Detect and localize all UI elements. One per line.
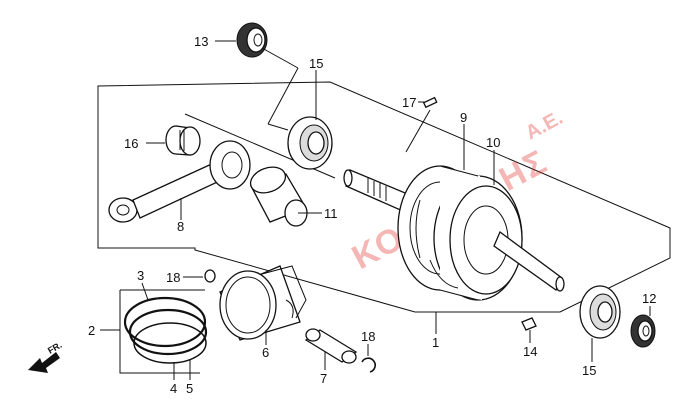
callout-7: 7	[320, 371, 327, 386]
callout-5: 5	[186, 381, 193, 396]
watermark-suffix: A.E.	[522, 107, 567, 145]
gear-13	[236, 22, 268, 58]
callout-18-upper: 18	[166, 270, 180, 285]
assembly-outline	[97, 81, 671, 313]
circlip-18-lower	[361, 357, 376, 373]
callout-11: 11	[324, 206, 338, 221]
piston-6	[219, 265, 307, 341]
callout-4: 4	[170, 381, 177, 396]
gear-12	[630, 314, 656, 348]
callout-1: 1	[432, 335, 439, 350]
callout-9: 9	[460, 110, 467, 125]
key-17	[422, 96, 438, 109]
callout-15-top: 15	[309, 56, 323, 71]
crankshaft-9-10	[343, 165, 565, 301]
front-direction-arrow: FR.	[28, 340, 64, 373]
woodruff-key-14	[521, 317, 537, 331]
callout-3: 3	[137, 268, 144, 283]
piston-pin-7	[304, 328, 358, 364]
connecting-rod-8	[108, 140, 251, 223]
callout-10: 10	[486, 135, 500, 150]
rings-bracket	[119, 289, 205, 374]
callout-12: 12	[642, 291, 656, 306]
callout-17: 17	[402, 95, 416, 110]
callout-16: 16	[124, 136, 138, 151]
callout-2: 2	[88, 323, 95, 338]
needle-bearing-16	[165, 125, 201, 156]
circlip-18-upper	[204, 269, 216, 283]
callout-13: 13	[194, 34, 208, 49]
callout-15-bottom: 15	[582, 363, 596, 378]
callout-18-lower: 18	[361, 329, 375, 344]
piston-rings-3-4-5	[123, 296, 208, 364]
callout-14: 14	[523, 344, 537, 359]
bearing-15-right	[579, 285, 621, 339]
callout-6: 6	[262, 345, 269, 360]
crank-pin-11	[249, 166, 308, 227]
callout-8: 8	[177, 219, 184, 234]
front-direction-label: FR.	[46, 340, 64, 356]
bearing-15-left	[287, 116, 333, 170]
